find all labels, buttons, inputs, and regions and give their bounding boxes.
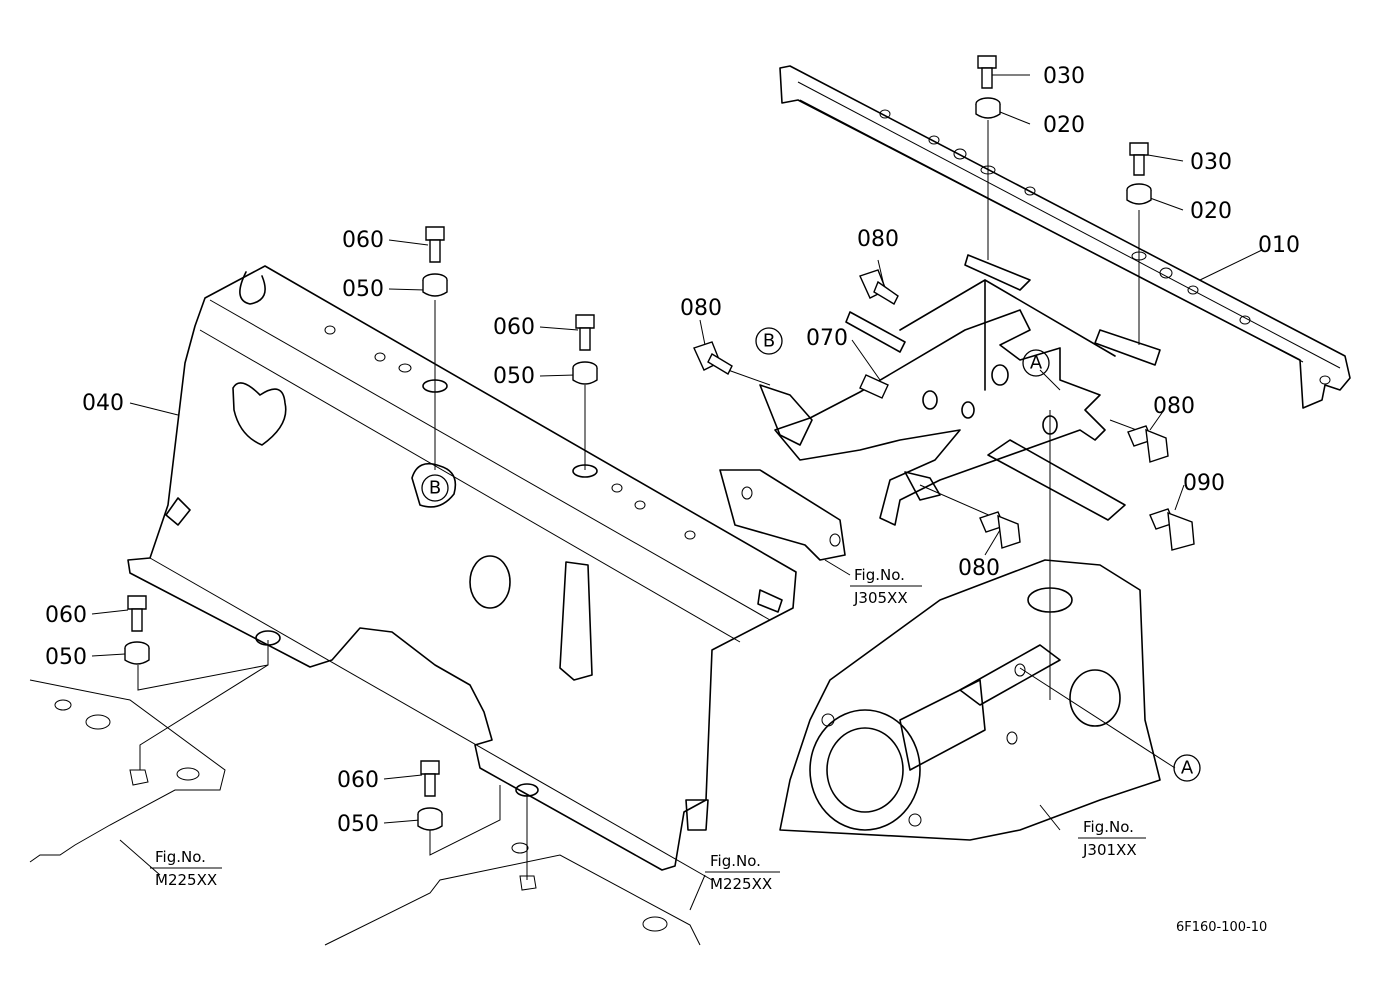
leader-lines: [91, 74, 1263, 911]
callout-050-b: 050: [493, 364, 535, 389]
lower-center-plate: [324, 842, 701, 946]
washer-020-a: [975, 97, 1001, 119]
figref-4-code: M225XX: [710, 875, 772, 893]
bolt-030-b: [1129, 142, 1149, 176]
ref-marker-b-upper: B: [763, 331, 775, 352]
pin-080-b: [693, 341, 733, 375]
callout-060-b: 060: [493, 315, 535, 340]
front-bar-010: [779, 65, 1351, 409]
washer-050-c: [124, 641, 150, 665]
pin-080-c: [1127, 425, 1169, 463]
callout-060-d: 060: [337, 768, 379, 793]
washer-050-d: [417, 807, 443, 831]
callout-080-b: 080: [680, 296, 722, 321]
bolt-030-a: [977, 55, 997, 89]
callout-030-a: 030: [1043, 64, 1085, 89]
ref-marker-a-lower: A: [1181, 758, 1194, 779]
callout-050-a: 050: [342, 277, 384, 302]
callout-040: 040: [82, 391, 124, 416]
reference-markers: A A B B: [421, 327, 1201, 782]
callout-080-d: 080: [958, 556, 1000, 581]
callout-060-a: 060: [342, 228, 384, 253]
figref-3-title: Fig.No.: [155, 848, 206, 866]
bolt-060-b: [575, 314, 595, 351]
figref-3-code: M225XX: [155, 871, 217, 889]
bolt-060-a: [425, 226, 445, 263]
callout-060-c: 060: [45, 603, 87, 628]
washer-050-a: [422, 273, 448, 297]
bolt-070: [859, 374, 889, 399]
pin-080-a: [859, 269, 899, 305]
pin-080-d: [979, 511, 1021, 549]
transmission-housing: [779, 559, 1161, 841]
part-callouts: 030 020 030 020 010 060 050 060 050 040 …: [45, 64, 1300, 837]
bolt-060-c: [127, 595, 147, 632]
callout-030-b: 030: [1190, 150, 1232, 175]
bolt-060-d: [420, 760, 440, 797]
figref-4-title: Fig.No.: [710, 852, 761, 870]
drawing-code: 6F160-100-10: [1176, 920, 1267, 935]
callout-020-b: 020: [1190, 199, 1232, 224]
callout-090: 090: [1183, 471, 1225, 496]
washer-050-b: [572, 361, 598, 385]
assembly-lines: [137, 120, 1151, 880]
washer-020-b: [1126, 183, 1152, 205]
callout-020-a: 020: [1043, 113, 1085, 138]
callout-080-c: 080: [1153, 394, 1195, 419]
figref-1-title: Fig.No.: [854, 566, 905, 584]
callout-080-a: 080: [857, 227, 899, 252]
callout-070: 070: [806, 326, 848, 351]
callout-010: 010: [1258, 233, 1300, 258]
lower-left-plate: [29, 679, 226, 863]
ref-marker-a-upper: A: [1030, 353, 1043, 374]
cover-panel-040: [127, 265, 797, 881]
callout-050-c: 050: [45, 645, 87, 670]
figref-2-title: Fig.No.: [1083, 818, 1134, 836]
callout-050-d: 050: [337, 812, 379, 837]
pin-090: [1149, 508, 1195, 551]
figref-1-code: J305XX: [853, 589, 908, 607]
bracket-assembly: [719, 254, 1161, 561]
figure-references: Fig.No. J305XX Fig.No. J301XX Fig.No. M2…: [150, 566, 1146, 893]
ref-marker-b-lower: B: [429, 478, 441, 499]
figref-2-code: J301XX: [1082, 841, 1137, 859]
